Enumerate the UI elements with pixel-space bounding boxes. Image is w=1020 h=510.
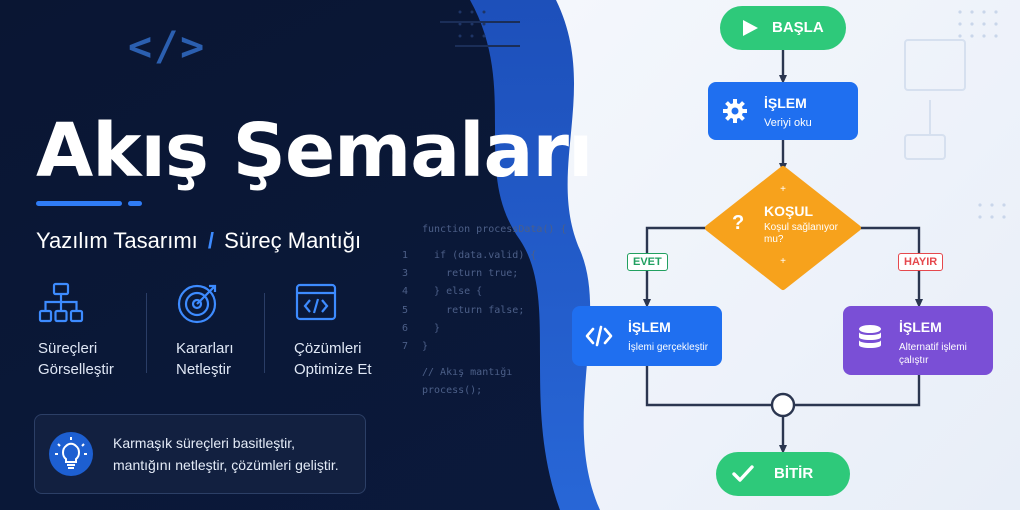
decision-subtitle: Koşul sağlanıyor mu? xyxy=(764,222,838,246)
feature-line1: Çözümleri xyxy=(294,340,362,357)
feature-decide: Kararları Netleştir xyxy=(176,282,286,380)
play-icon xyxy=(743,20,758,36)
decision-title: KOŞUL xyxy=(764,203,813,219)
hierarchy-icon xyxy=(38,282,84,323)
end-node: BİTİR xyxy=(716,452,850,496)
code-line-number: 7 xyxy=(402,341,409,352)
code-window-icon xyxy=(295,283,337,321)
check-icon xyxy=(732,465,754,482)
decision-node: ? KOŞUL Koşul sağlanıyor mu? xyxy=(708,169,858,287)
feature-optimize: Çözümleri Optimize Et xyxy=(294,282,404,380)
code-brackets-icon: </> xyxy=(128,24,207,70)
no-label: HAYIR xyxy=(898,253,944,271)
process-title: İŞLEM xyxy=(764,95,807,111)
page-title: Akış Şemaları xyxy=(36,108,593,194)
code-line-number: 1 xyxy=(402,250,409,261)
code-line-number: 5 xyxy=(402,305,409,316)
feature-line2: Netleştir xyxy=(176,361,232,378)
feature-line2: Optimize Et xyxy=(294,361,372,378)
code-line: // Akış mantığı xyxy=(422,367,513,378)
database-icon xyxy=(859,325,881,348)
start-label: BAŞLA xyxy=(772,19,824,36)
subtitle-separator: / xyxy=(207,228,215,253)
tip-line2: mantığını netleştir, çözümleri geliştir. xyxy=(113,457,339,473)
merge-node xyxy=(770,392,796,418)
subtitle: Yazılım Tasarımı / Süreç Mantığı xyxy=(36,228,361,254)
process-node-read: İŞLEM Veriyi oku xyxy=(708,82,858,140)
process-subtitle: Alternatif işlemi çalıştır xyxy=(899,341,967,367)
start-node: BAŞLA xyxy=(720,6,846,50)
yes-label: EVET xyxy=(627,253,668,271)
process-subtitle-line2: çalıştır xyxy=(899,355,929,366)
feature-line1: Kararları xyxy=(176,340,234,357)
title-underline xyxy=(36,201,122,206)
code-line: function processData() { xyxy=(422,224,567,235)
tip-line1: Karmaşık süreçleri basitleştir, xyxy=(113,435,296,451)
code-line: process(); xyxy=(422,385,483,396)
title-underline-dot xyxy=(128,201,142,206)
process-title: İŞLEM xyxy=(628,319,671,335)
process-subtitle: İşlemi gerçekleştir xyxy=(628,342,709,353)
code-line: return false; xyxy=(422,305,525,316)
target-icon xyxy=(177,284,217,324)
question-icon: ? xyxy=(732,212,745,234)
decision-subtitle-line1: Koşul sağlanıyor xyxy=(764,222,838,233)
lightbulb-icon xyxy=(49,432,93,476)
feature-line2: Görselleştir xyxy=(38,361,114,378)
code-line-number: 6 xyxy=(402,323,409,334)
process-node-no: İŞLEM Alternatif işlemi çalıştır xyxy=(843,306,993,375)
code-line-number: 3 xyxy=(402,268,409,279)
code-icon xyxy=(585,325,613,347)
code-line: return true; xyxy=(422,268,519,279)
code-line: if (data.valid) { xyxy=(422,250,537,261)
process-subtitle-line1: Alternatif işlemi xyxy=(899,342,967,353)
subtitle-part2: Süreç Mantığı xyxy=(224,228,362,253)
code-line-number: 4 xyxy=(402,286,409,297)
divider xyxy=(146,293,147,373)
code-line: } else { xyxy=(422,286,483,297)
subtitle-part1: Yazılım Tasarımı xyxy=(36,228,198,253)
divider xyxy=(264,293,265,373)
decision-subtitle-line2: mu? xyxy=(764,234,784,245)
process-subtitle: Veriyi oku xyxy=(764,117,812,129)
process-node-yes: İŞLEM İşlemi gerçekleştir xyxy=(572,306,722,366)
code-line: } xyxy=(422,341,429,352)
gear-icon xyxy=(723,99,747,123)
feature-visualize: Süreçleri Görselleştir xyxy=(38,282,148,380)
process-title: İŞLEM xyxy=(899,319,942,335)
code-line: } xyxy=(422,323,441,334)
feature-line1: Süreçleri xyxy=(38,340,98,357)
end-label: BİTİR xyxy=(774,465,814,482)
tip-text: Karmaşık süreçleri basitleştir, mantığın… xyxy=(113,432,361,476)
tip-box: Karmaşık süreçleri basitleştir, mantığın… xyxy=(34,414,366,494)
